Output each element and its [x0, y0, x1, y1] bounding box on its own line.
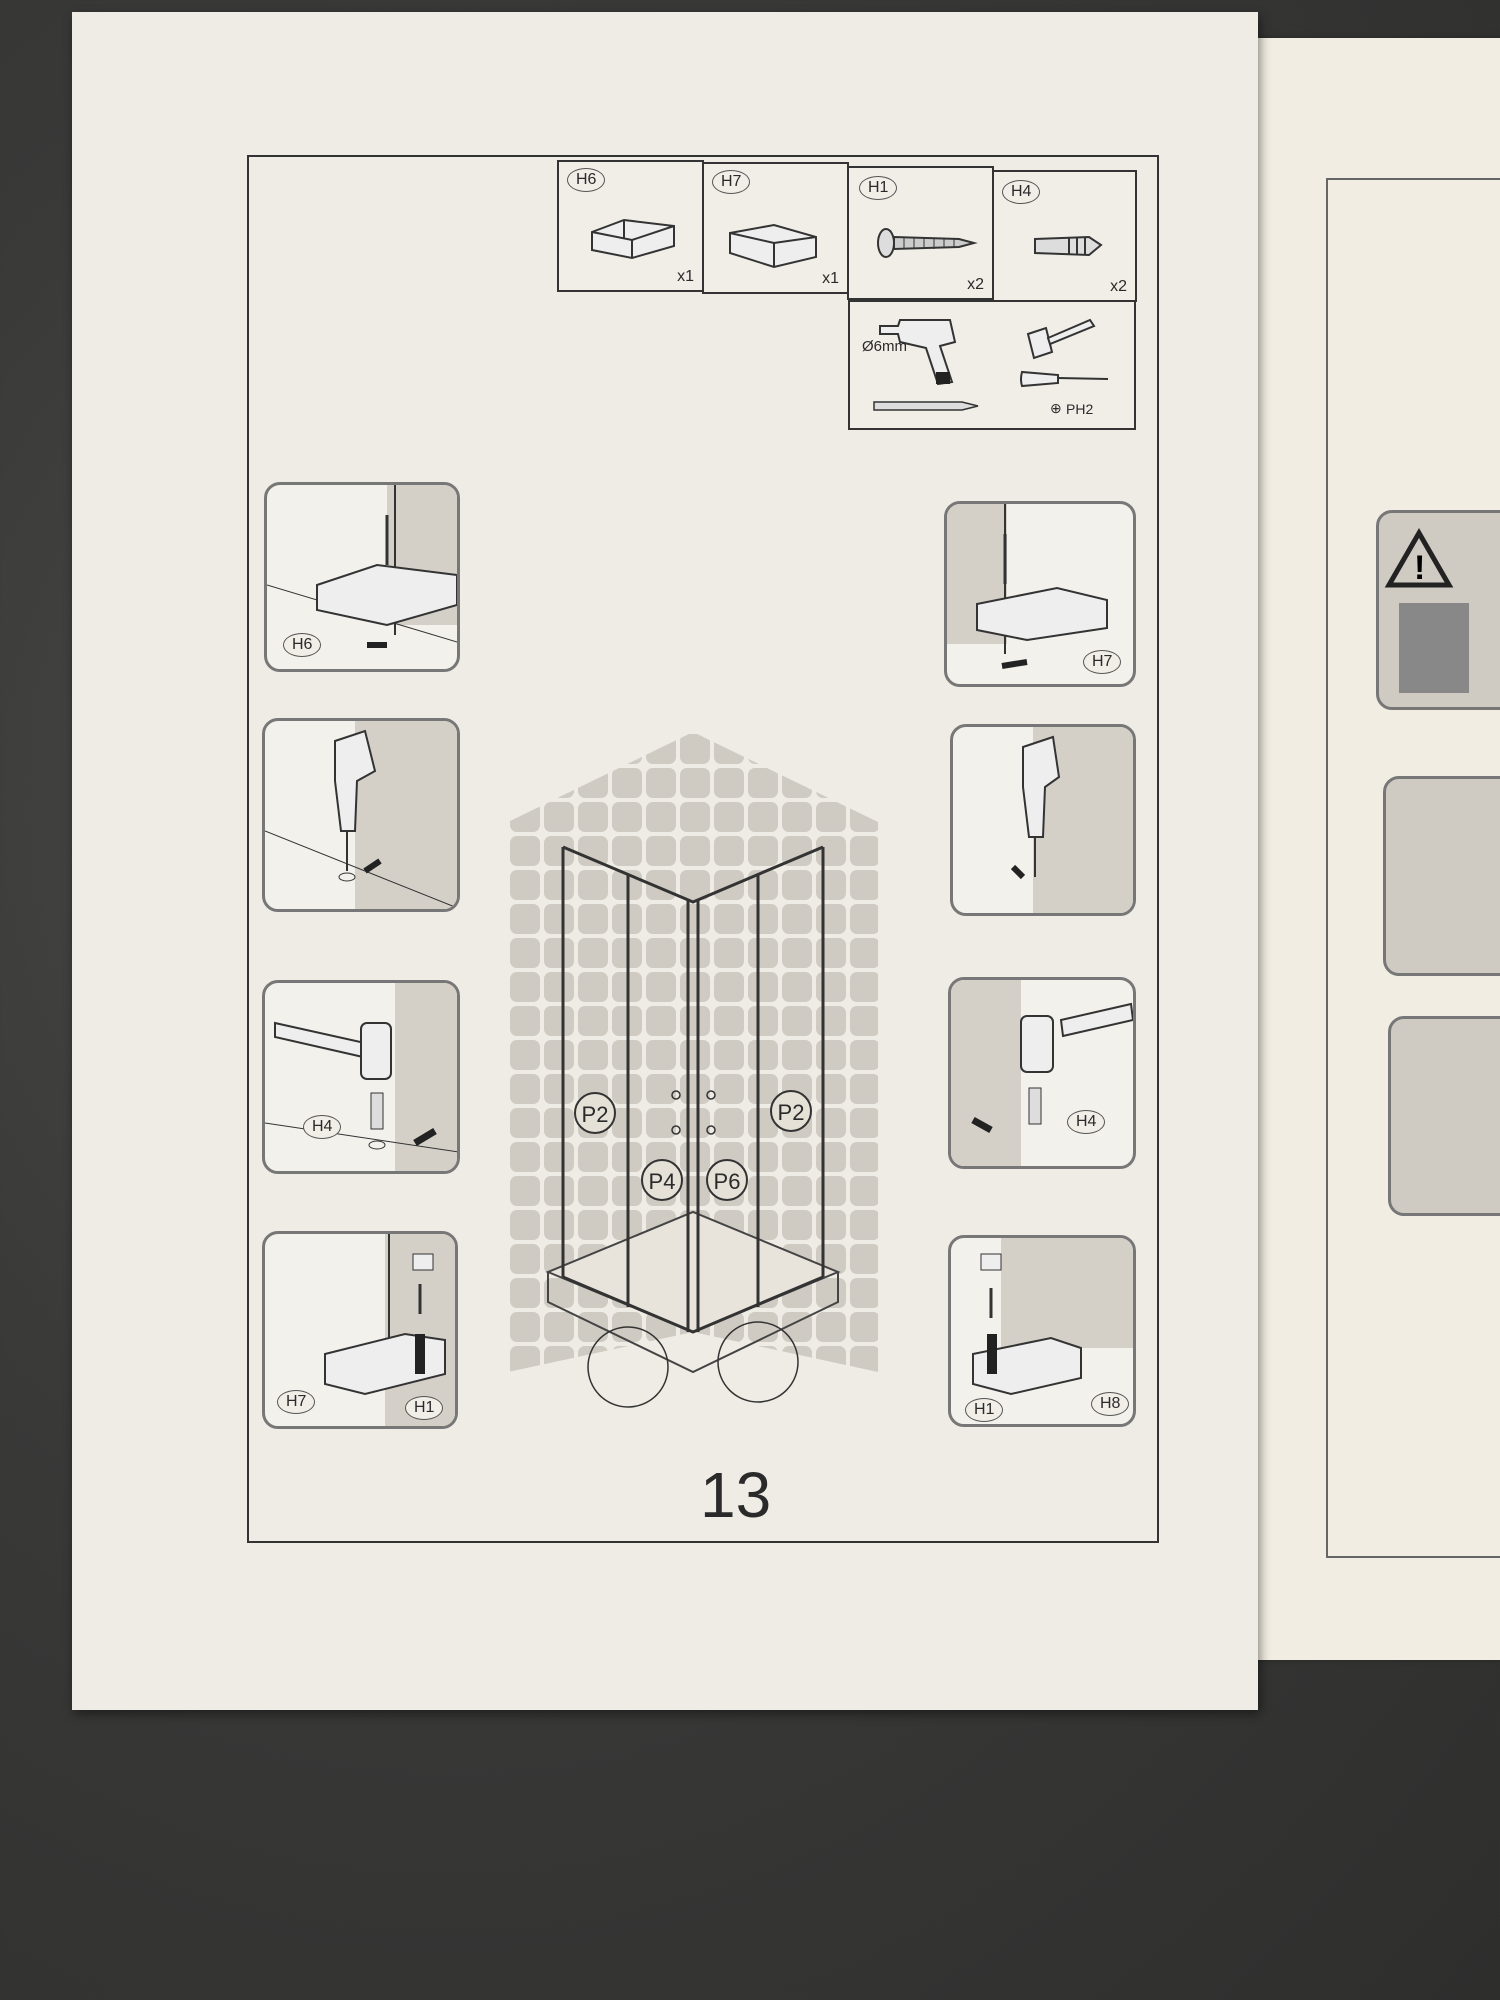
page-frame	[247, 155, 1159, 1543]
part-code: H1	[405, 1396, 444, 1420]
part-code: H4	[1067, 1110, 1106, 1134]
right-step-2	[950, 724, 1136, 916]
shower-drawing	[508, 732, 878, 1408]
part-qty: x1	[822, 270, 839, 287]
screw-bracket-illustration	[972, 1238, 1133, 1396]
detail-circle	[717, 1321, 799, 1403]
parts-list: H6 x1 H7 x1 H1 x2 H4 x2	[557, 160, 1137, 302]
mallet-icon	[1026, 318, 1096, 360]
left-step-2	[262, 718, 460, 912]
screwdriver-size: PH2	[1066, 401, 1094, 417]
drill-bit-size: Ø6mm	[862, 338, 907, 355]
panel-label-p2-right: P2	[770, 1090, 812, 1132]
bracket-drill-illustration	[267, 485, 457, 648]
right-step-1: H7	[944, 501, 1136, 687]
part-code: H6	[283, 633, 322, 657]
part-h6: H6 x1	[557, 160, 704, 292]
tiled-wall	[508, 732, 878, 1372]
phillips-icon: ⊕	[1050, 400, 1062, 416]
glass-panels	[561, 845, 825, 1334]
screwdriver-icon	[1020, 370, 1109, 388]
panel-label-p2-left: P2	[574, 1092, 616, 1134]
part-code: H8	[1091, 1392, 1130, 1416]
left-step-3: H4	[262, 980, 460, 1174]
wall-plug-icon	[1034, 235, 1103, 257]
part-h1: H1 x2	[847, 166, 994, 300]
part-code: H7	[1083, 650, 1122, 674]
panel-label-p6: P6	[706, 1159, 748, 1201]
part-code: H7	[277, 1390, 316, 1414]
next-step-1: !	[1376, 510, 1500, 710]
right-step-3: H4	[948, 977, 1136, 1169]
bracket-icon	[591, 218, 675, 260]
left-step-4: H7 H1	[262, 1231, 458, 1429]
part-code: H1	[965, 1398, 1004, 1422]
shower-enclosure-illustration: P2 P2 P4 P6	[508, 732, 878, 1437]
hammer-plug-illustration	[951, 980, 1133, 1166]
part-code: H4	[303, 1115, 342, 1139]
right-step-4: H1 H8	[948, 1235, 1136, 1427]
part-code: H7	[712, 170, 751, 194]
part-code: H4	[1002, 180, 1041, 204]
next-page-frame	[1326, 178, 1500, 1558]
detail-circle	[587, 1326, 669, 1408]
drill-icon	[879, 319, 957, 386]
next-page-sheet: !	[1258, 38, 1500, 1660]
hammer-plug-illustration	[265, 983, 457, 1171]
tools-box: Ø6mm ⊕ PH2	[848, 300, 1136, 430]
part-h7: H7 x1	[702, 162, 849, 294]
part-qty: x2	[1110, 278, 1127, 295]
page-number: 13	[700, 1459, 772, 1531]
warning-icon: !	[1384, 527, 1469, 693]
next-step-2	[1383, 776, 1500, 976]
drill-wall-illustration	[265, 721, 457, 909]
bracket-icon	[729, 223, 817, 269]
svg-text:!: !	[1414, 549, 1425, 587]
part-qty: x1	[677, 268, 694, 285]
pencil-icon	[873, 401, 979, 411]
left-step-1: H6	[264, 482, 460, 672]
screw-bracket-illustration	[324, 1234, 455, 1426]
handle-holes	[671, 1090, 716, 1135]
screw-icon	[877, 228, 978, 258]
next-step-3	[1388, 1016, 1500, 1216]
part-code: H6	[567, 168, 606, 192]
drill-wall-illustration	[1010, 727, 1133, 913]
part-qty: x2	[967, 276, 984, 293]
bracket-drill-illustration	[947, 504, 1108, 669]
panel-label-p4: P4	[641, 1159, 683, 1201]
part-h4: H4 x2	[992, 170, 1137, 302]
part-code: H1	[859, 176, 898, 200]
